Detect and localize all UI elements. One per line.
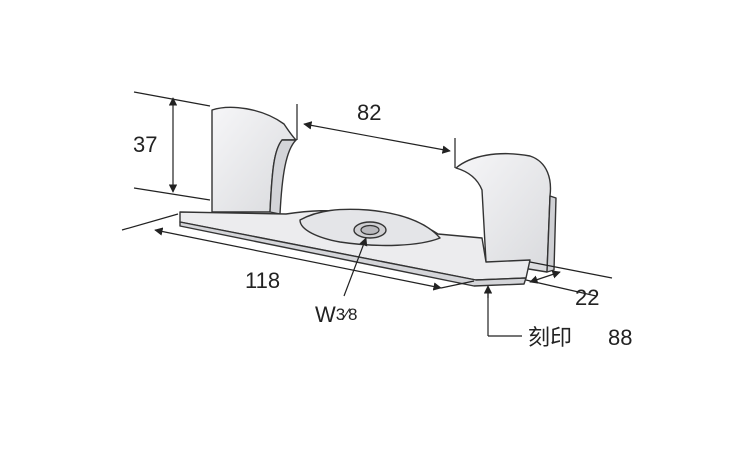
stamp-callout: 刻印 88 [483,285,632,350]
dimension-height: 37 [133,91,211,201]
length-value: 118 [245,268,280,293]
height-value: 37 [133,132,157,157]
left-flange-edge [269,139,297,215]
dimension-inner-width: 82 [296,100,456,168]
stamp-label: 刻印 [528,325,572,350]
bracket-part [179,106,557,287]
thread-label: W3⁄8 [315,302,358,327]
thread-fraction: 3⁄8 [336,305,358,324]
dimension-length: 118 [121,213,475,293]
thread-callout: W3⁄8 [315,237,368,327]
right-flange-edge [546,195,557,273]
stamp-number: 88 [608,325,632,350]
depth-value: 22 [575,285,599,310]
dimension-depth: 22 [525,261,613,310]
right-flange [455,153,552,273]
inner-width-value: 82 [357,100,381,125]
threaded-hole-inner [360,224,380,236]
base-plate-edge [179,221,527,287]
